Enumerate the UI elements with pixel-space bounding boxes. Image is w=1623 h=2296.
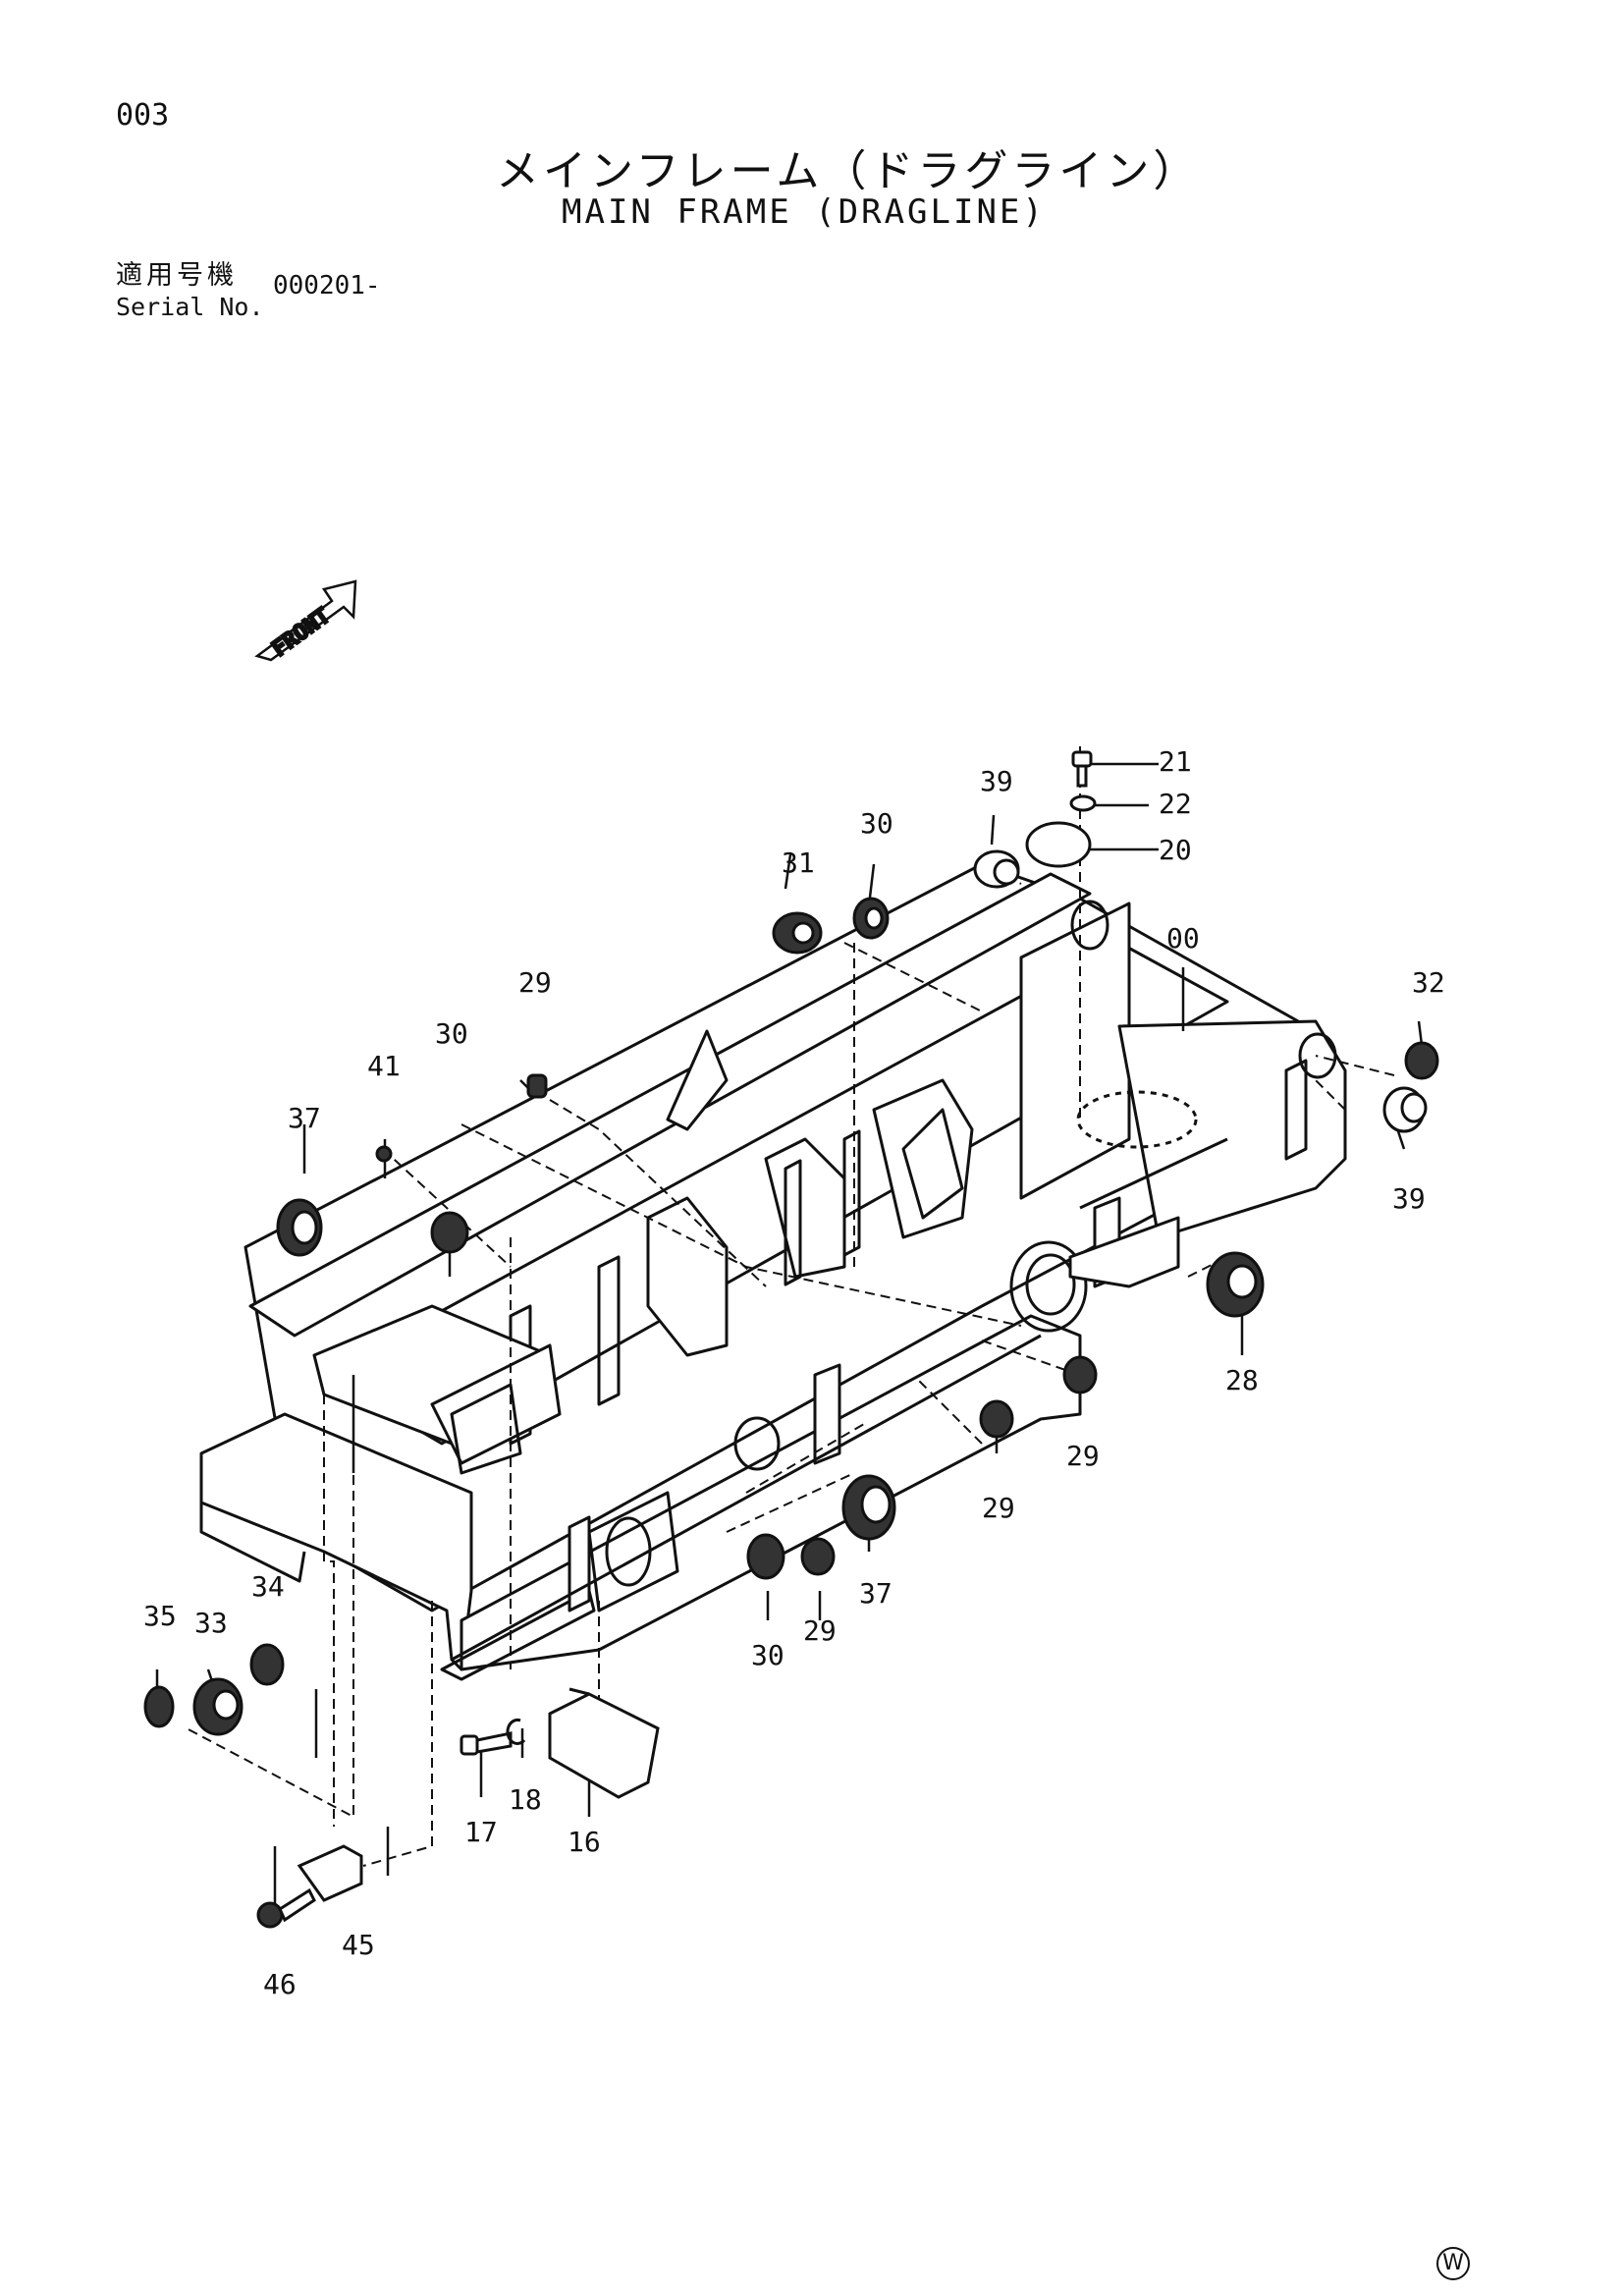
serial-number-value: 000201-: [273, 271, 381, 301]
callout-39-top: 39: [980, 765, 1013, 797]
rubber-mount-icon: [852, 897, 890, 940]
callout-29-top: 29: [518, 966, 552, 999]
callout-29-right-a: 29: [1066, 1440, 1100, 1472]
ring-icon: [1206, 1251, 1265, 1318]
part-shapes: [143, 750, 1439, 1929]
callout-30-low: 30: [751, 1639, 784, 1671]
callout-30-left: 30: [435, 1017, 468, 1050]
title-english: MAIN FRAME (DRAGLINE): [562, 192, 1046, 232]
washer-icon: [506, 1718, 526, 1745]
callout-45: 45: [342, 1929, 375, 1961]
rubber-mount-icon: [430, 1211, 469, 1254]
rubber-mount-icon: [249, 1643, 285, 1686]
serial-label-japanese: 適用号機: [116, 260, 238, 291]
rubber-mount-icon: [526, 1073, 548, 1099]
callout-32: 32: [1412, 966, 1445, 999]
bolt-icon: [460, 1731, 513, 1756]
front-label: FRONT: [268, 604, 335, 662]
callout-46: 46: [263, 1968, 297, 2000]
callout-39-right: 39: [1392, 1182, 1426, 1215]
callout-34: 34: [251, 1570, 285, 1603]
callout-30-top: 30: [860, 807, 893, 840]
callout-21: 21: [1159, 745, 1192, 778]
rubber-mount-icon: [800, 1537, 836, 1576]
bolt-icon: [256, 1887, 316, 1929]
washer-icon: [1069, 794, 1097, 812]
callout-numbers: 21 22 20 39 30 31 00 32 39 29 30 41 37 2…: [143, 745, 1445, 2000]
callout-22: 22: [1159, 788, 1192, 820]
callout-28: 28: [1225, 1364, 1259, 1396]
ring-icon: [276, 1198, 323, 1257]
serial-label-english: Serial No.: [116, 293, 264, 321]
callout-29-right-b: 29: [982, 1492, 1015, 1524]
rubber-mount-icon: [746, 1533, 785, 1580]
callout-17: 17: [464, 1816, 498, 1848]
bracket-icon: [297, 1844, 363, 1902]
page-number: 003: [116, 98, 170, 133]
leader-lines: [186, 746, 1395, 1867]
cover-icon: [548, 1692, 660, 1799]
rubber-mount-icon: [772, 911, 823, 955]
rubber-mount-icon: [1404, 1041, 1439, 1080]
cover-plate-icon: [1025, 821, 1092, 868]
callout-41: 41: [367, 1050, 401, 1082]
callout-29-low: 29: [803, 1614, 837, 1647]
rubber-mount-icon: [979, 1399, 1014, 1439]
rubber-mount-icon: [1062, 1355, 1098, 1394]
callout-37-mid: 37: [859, 1577, 893, 1610]
bolt-icon: [1071, 750, 1093, 788]
front-arrow-icon: FRONT: [254, 579, 357, 663]
ring-icon: [192, 1677, 243, 1736]
callout-31: 31: [782, 847, 815, 879]
ring-icon: [973, 849, 1020, 889]
main-frame-body: [199, 862, 1347, 1681]
plug-icon: [375, 1145, 393, 1163]
ring-icon: [841, 1474, 896, 1541]
callout-35: 35: [143, 1600, 177, 1632]
corner-mark: W: [1436, 2247, 1470, 2280]
callout-33: 33: [194, 1607, 228, 1639]
callout-18: 18: [509, 1783, 542, 1816]
title-japanese: メインフレーム（ドラグライン）: [496, 146, 1201, 196]
callout-37-left: 37: [288, 1102, 321, 1134]
callout-16: 16: [568, 1826, 601, 1858]
callout-00: 00: [1166, 922, 1200, 955]
callout-20: 20: [1159, 834, 1192, 866]
ring-icon: [1382, 1086, 1428, 1133]
rubber-mount-icon: [143, 1685, 175, 1728]
